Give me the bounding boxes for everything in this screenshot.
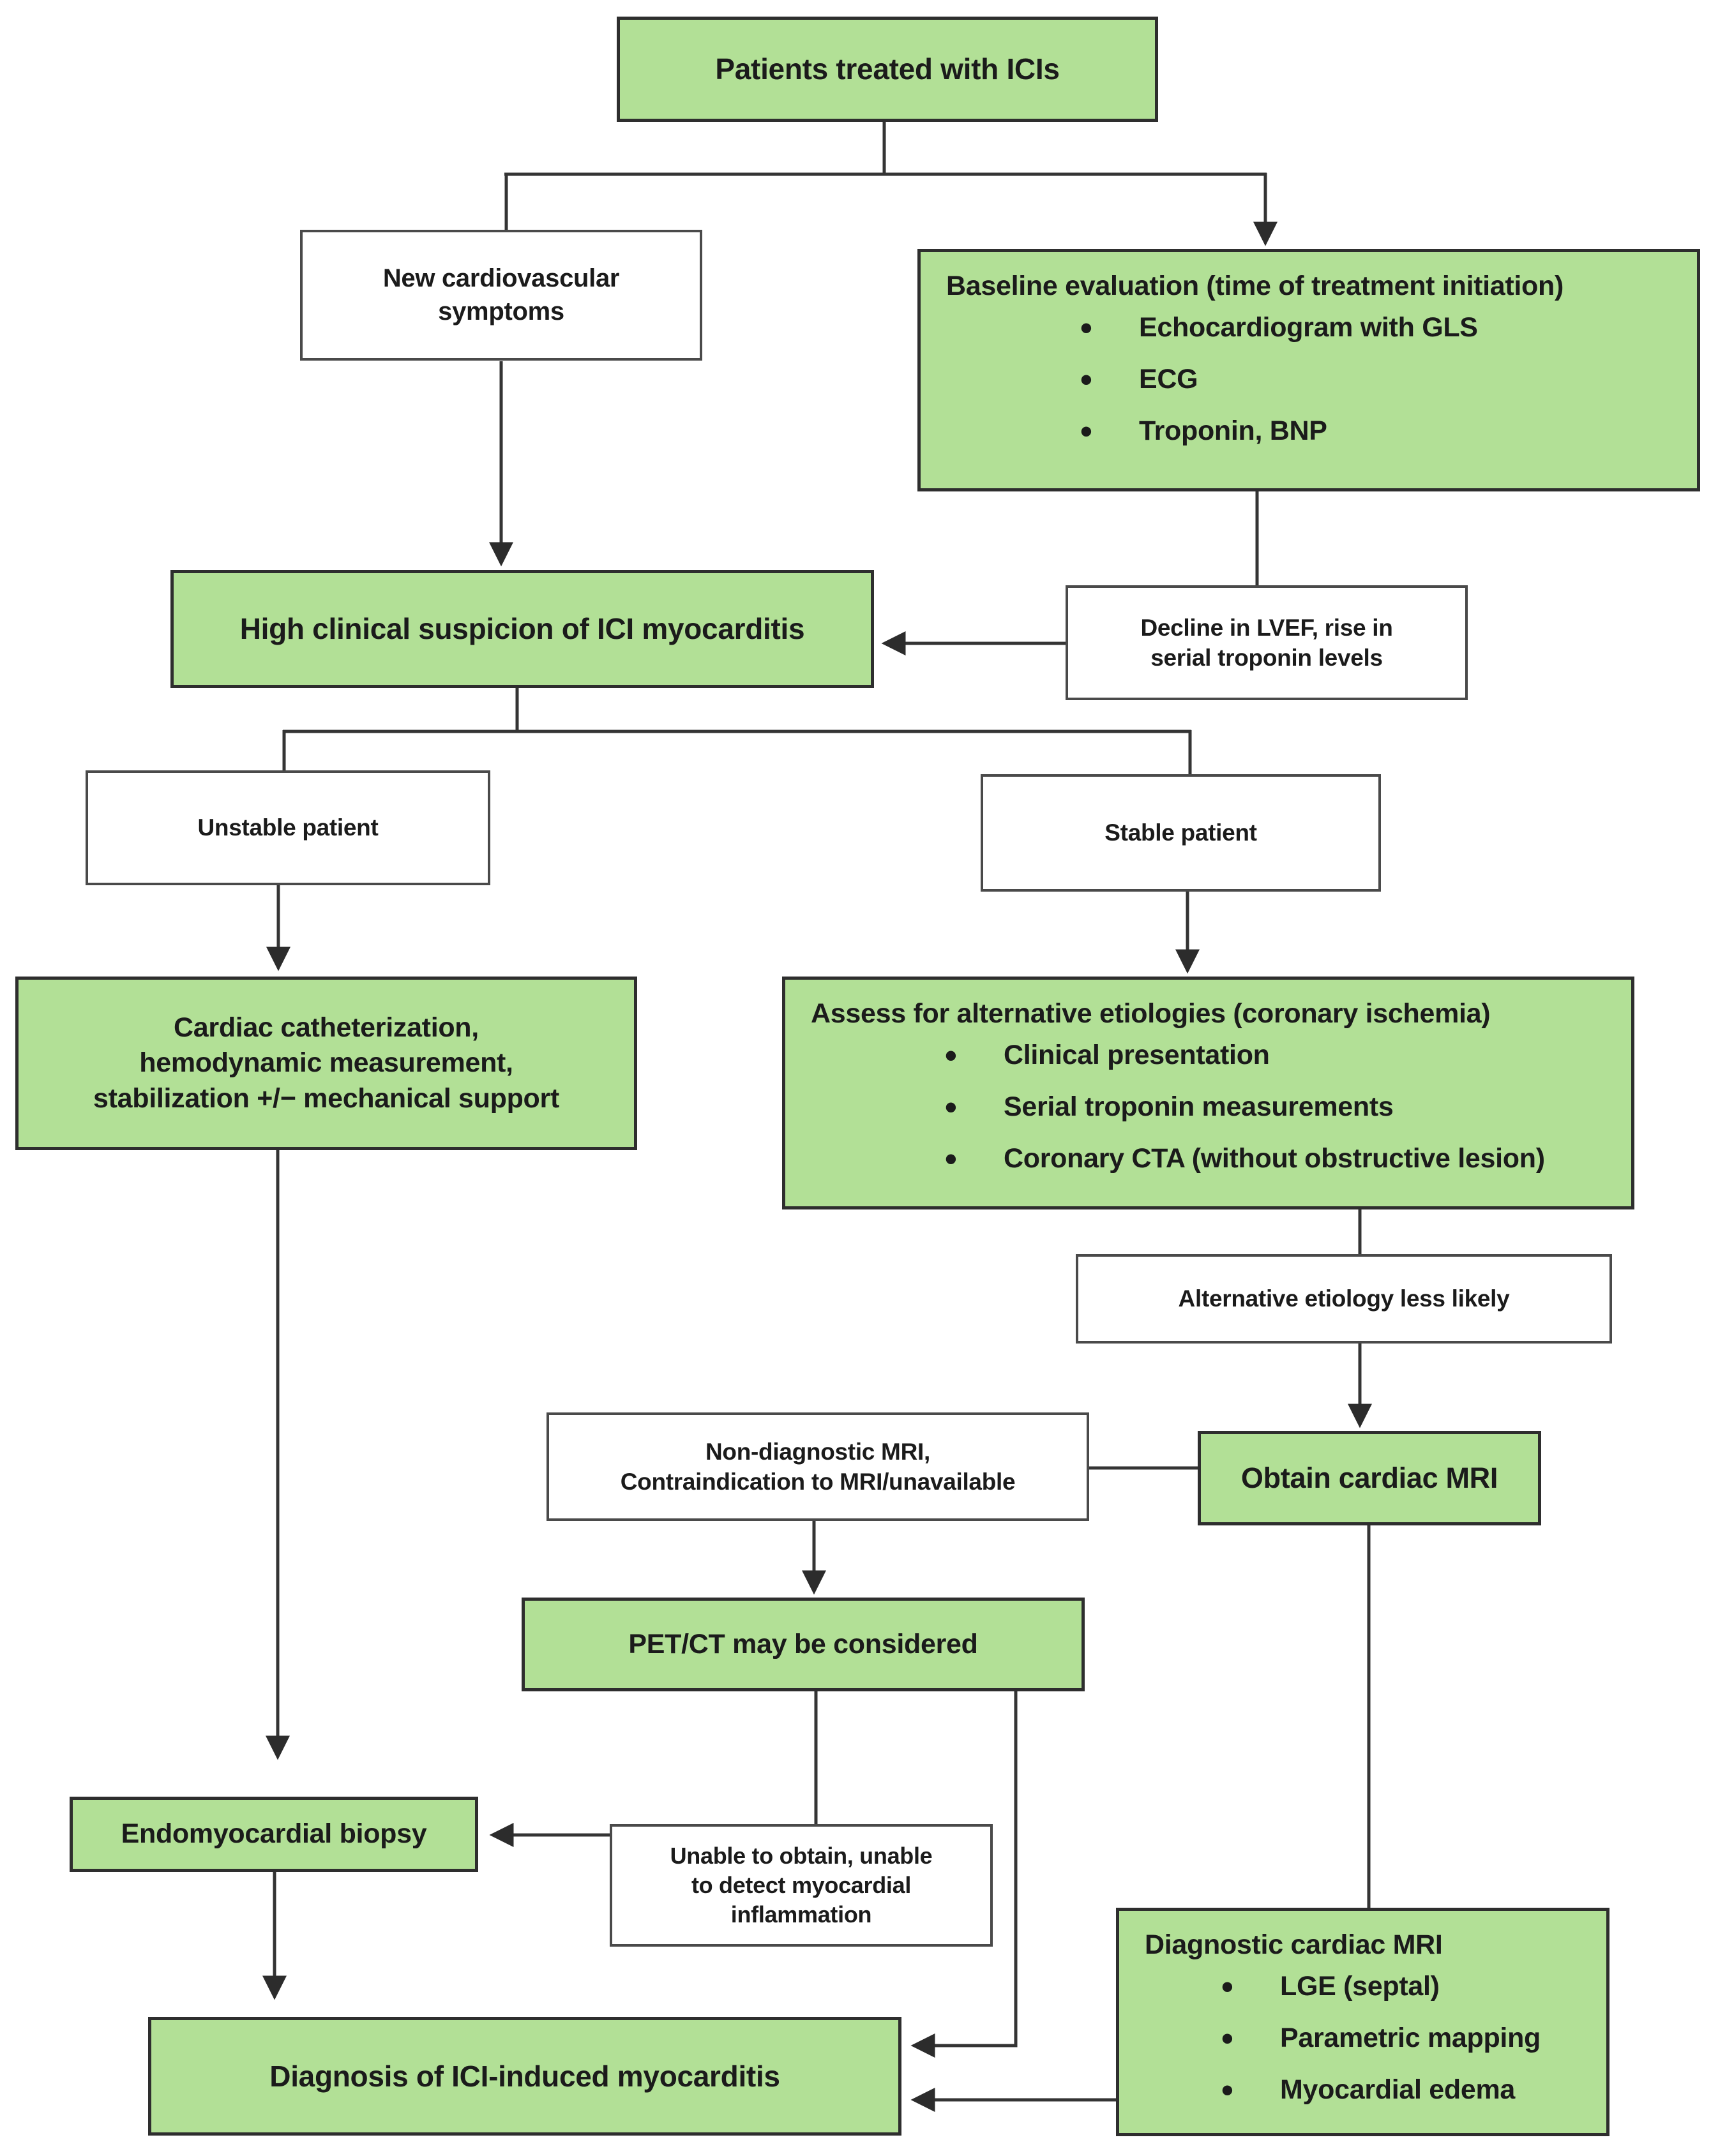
assess-alternative-list: Clinical presentation Serial troponin me… (785, 1034, 1631, 1193)
diagnostic-mri-list: LGE (septal) Parametric mapping Myocardi… (1119, 1965, 1606, 2124)
node-assess-alternative-etiologies: Assess for alternative etiologies (coron… (782, 977, 1634, 1209)
assess-bullet-clinical-presentation: Clinical presentation (945, 1034, 1631, 1089)
node-alternative-etiology-less-likely: Alternative etiology less likely (1076, 1254, 1612, 1344)
baseline-bullet-troponin-bnp: Troponin, BNP (1080, 410, 1697, 465)
node-high-clinical-suspicion: High clinical suspicion of ICI myocardit… (170, 570, 874, 688)
node-non-diagnostic-mri: Non-diagnostic MRI, Contraindication to … (546, 1412, 1089, 1521)
node-patients-treated-with-icis: Patients treated with ICIs (617, 17, 1158, 122)
node-stable-patient: Stable patient (981, 774, 1381, 892)
baseline-evaluation-list: Echocardiogram with GLS ECG Troponin, BN… (921, 306, 1697, 465)
node-decline-lvef-troponin: Decline in LVEF, rise in serial troponin… (1066, 585, 1468, 700)
node-endomyocardial-biopsy: Endomyocardial biopsy (70, 1797, 478, 1872)
diagmri-bullet-lge: LGE (septal) (1221, 1965, 1606, 2021)
node-diagnosis-ici-myocarditis: Diagnosis of ICI-induced myocarditis (148, 2017, 901, 2136)
node-petct-may-be-considered: PET/CT may be considered (522, 1598, 1085, 1691)
diagmri-bullet-parametric-mapping: Parametric mapping (1221, 2017, 1606, 2072)
node-unstable-patient: Unstable patient (86, 770, 490, 885)
assess-alternative-title: Assess for alternative etiologies (coron… (811, 998, 1491, 1029)
baseline-bullet-ecg: ECG (1080, 358, 1697, 414)
baseline-evaluation-title: Baseline evaluation (time of treatment i… (946, 271, 1564, 301)
node-baseline-evaluation: Baseline evaluation (time of treatment i… (917, 249, 1700, 491)
node-obtain-cardiac-mri: Obtain cardiac MRI (1198, 1431, 1541, 1525)
diagmri-bullet-myocardial-edema: Myocardial edema (1221, 2069, 1606, 2124)
node-diagnostic-cardiac-mri: Diagnostic cardiac MRI LGE (septal) Para… (1116, 1908, 1609, 2136)
diagnostic-mri-title: Diagnostic cardiac MRI (1145, 1929, 1443, 1960)
node-unable-to-obtain: Unable to obtain, unable to detect myoca… (610, 1824, 993, 1947)
node-cardiac-catheterization: Cardiac catheterization, hemodynamic mea… (15, 977, 637, 1150)
node-new-cardiovascular-symptoms: New cardiovascular symptoms (300, 230, 702, 361)
assess-bullet-serial-troponin: Serial troponin measurements (945, 1086, 1631, 1141)
baseline-bullet-echocardiogram: Echocardiogram with GLS (1080, 306, 1697, 362)
assess-bullet-coronary-cta: Coronary CTA (without obstructive lesion… (945, 1137, 1631, 1193)
